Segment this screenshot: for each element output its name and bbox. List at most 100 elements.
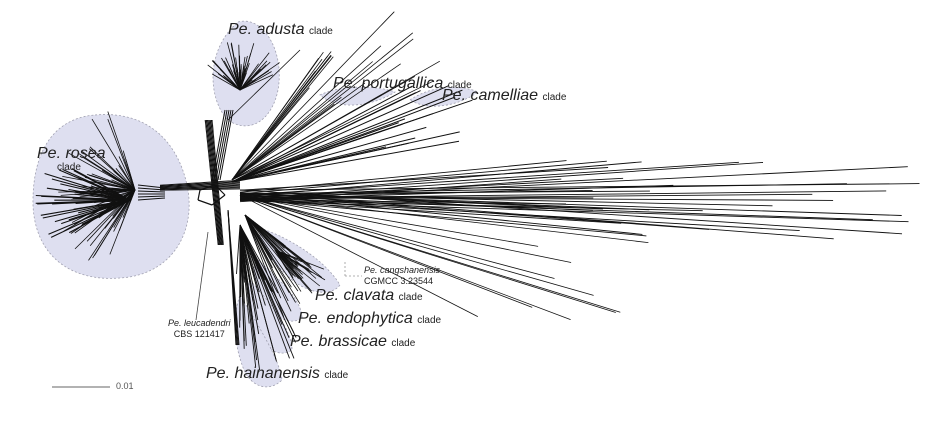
network-branch [159, 179, 241, 186]
clade-suffix-adusta: clade [308, 26, 333, 37]
network-branch [231, 118, 406, 183]
network-branch [231, 54, 332, 181]
clade-suffix-rosea: clade [57, 162, 81, 173]
network-branch [137, 197, 166, 201]
network-branch [239, 195, 594, 199]
network-branch [244, 214, 323, 278]
network-branch [231, 96, 342, 181]
network-branch [239, 160, 607, 195]
leucadendri-leader [195, 231, 209, 321]
network-branch [77, 152, 136, 191]
network-branch [239, 64, 267, 91]
network-branch [209, 119, 222, 246]
network-branch [88, 188, 136, 191]
network-branch [239, 193, 813, 200]
network-branch [231, 85, 450, 183]
network-branch [231, 85, 413, 183]
network-branch [230, 43, 241, 91]
network-branch [199, 184, 216, 191]
network-branch [239, 194, 555, 279]
network-branch [207, 119, 221, 246]
network-branch [107, 118, 136, 191]
network-branch [239, 183, 847, 195]
clade-species-hainanensis: Pe. hainanensis [206, 365, 320, 382]
strain-label-cangshanensis: Pe. cangshanensis CGMCC 3.23544 [364, 266, 440, 286]
clade-species-brassicae: Pe. brassicae [290, 333, 387, 350]
clade-shape-camelliae [409, 87, 479, 107]
network-branch [223, 60, 241, 91]
network-branch [239, 192, 834, 240]
network-branch [214, 184, 226, 196]
network-branch [239, 224, 297, 338]
network-branch [197, 189, 201, 201]
network-branch [159, 186, 241, 190]
strain-code-cangshanensis: CGMCC 3.23544 [364, 276, 434, 286]
network-branch [159, 184, 241, 189]
clade-species-rosea: Pe. rosea [37, 145, 106, 162]
network-branch [231, 76, 415, 181]
network-branches [35, 11, 920, 371]
network-branch [239, 194, 649, 243]
network-branch [239, 199, 622, 224]
network-branch [211, 194, 226, 206]
clade-suffix-hainanensis: clade [324, 370, 349, 381]
network-branch [206, 119, 220, 246]
network-branch [137, 184, 166, 189]
network-branch [239, 194, 571, 320]
network-branch [231, 99, 473, 183]
network-branch [239, 224, 259, 309]
network-branch [239, 198, 647, 237]
clade-suffix-clavata: clade [398, 292, 423, 303]
clade-species-portugallica: Pe. portugallica [333, 75, 444, 92]
network-branch [91, 118, 136, 191]
clade-suffix-portugallica: clade [447, 80, 472, 91]
network-branch [118, 165, 136, 191]
network-branch [274, 249, 299, 260]
network-branch [159, 188, 241, 191]
network-branch [239, 197, 873, 221]
network-branch [239, 224, 290, 338]
network-branch [244, 214, 299, 292]
network-branch [244, 214, 277, 246]
network-branch [239, 161, 642, 198]
network-branch [226, 42, 241, 91]
clade-label-portugallica: Pe. portugallica clade [333, 76, 472, 92]
network-branch [159, 181, 241, 187]
network-branch [73, 199, 131, 210]
network-branch [212, 73, 241, 91]
network-branch [90, 185, 131, 201]
network-branch [208, 119, 221, 246]
network-branch [239, 224, 250, 324]
network-branch [244, 214, 282, 299]
network-branch [239, 224, 279, 294]
network-branch [231, 56, 334, 181]
network-branch [210, 119, 223, 246]
network-branch [239, 194, 621, 313]
network-branch [80, 199, 131, 227]
network-branch [205, 119, 220, 246]
network-branch [274, 249, 291, 266]
clade-shape-portugallica [319, 86, 396, 106]
network-branch [44, 172, 131, 201]
network-branch [239, 224, 242, 298]
network-branch [81, 151, 136, 191]
network-branch [42, 199, 131, 219]
network-branch [227, 49, 301, 121]
network-branch [239, 184, 674, 201]
network-branch [159, 187, 241, 190]
network-branch [239, 74, 263, 91]
network-branch [118, 156, 136, 191]
network-branch [231, 140, 460, 183]
network-branch [231, 32, 414, 181]
network-branch [239, 177, 624, 199]
network-branch [51, 178, 131, 201]
network-branch [159, 180, 241, 186]
network-branch [274, 249, 302, 292]
clade-label-hainanensis: Pe. hainanensis clade [206, 366, 348, 382]
network-branch [231, 89, 463, 183]
strain-code-leucadendri: CBS 121417 [173, 329, 225, 339]
network-branch [35, 194, 131, 201]
network-branch [74, 193, 131, 201]
network-branch [209, 119, 223, 246]
clade-label-camelliae: Pe. camelliae clade [442, 88, 566, 104]
